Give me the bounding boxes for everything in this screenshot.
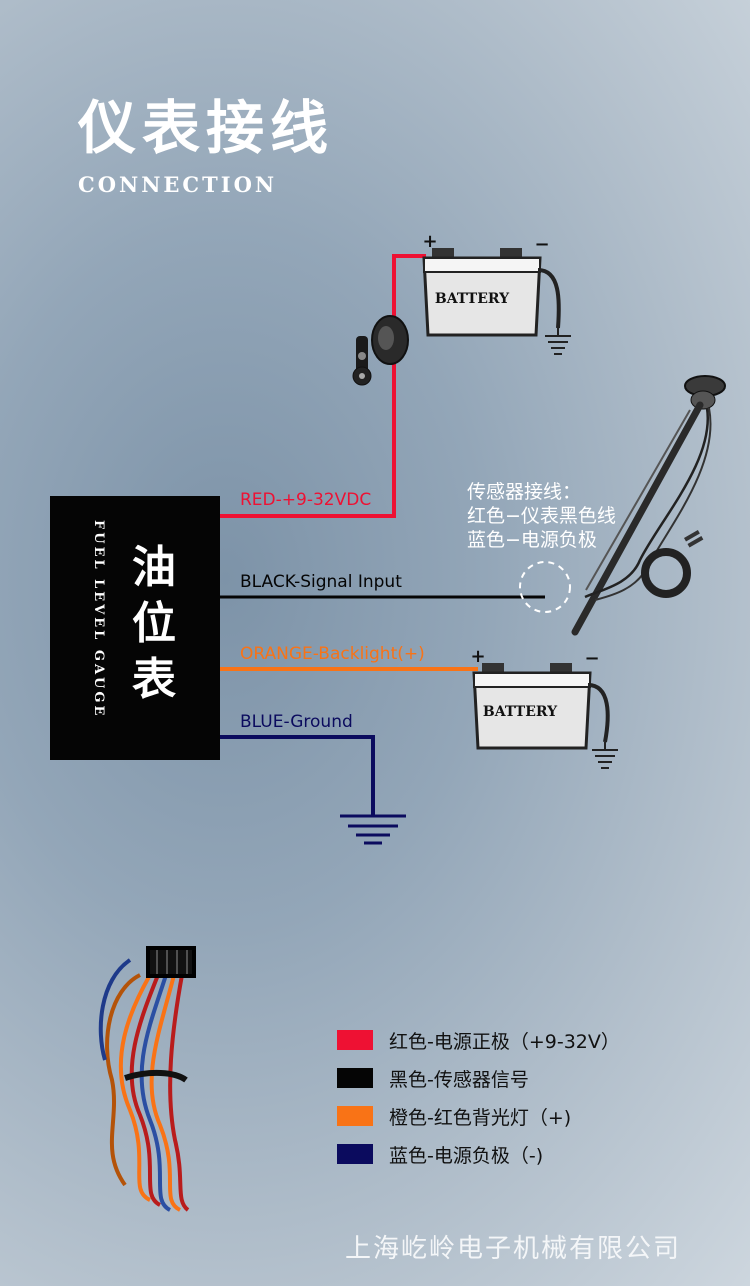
battery-icon-bottom: BATTERY + − (470, 646, 618, 769)
svg-text:+: + (470, 646, 485, 667)
legend-item-blue: 蓝色-电源负极（-) (337, 1142, 544, 1167)
ignition-key-icon (352, 315, 409, 386)
blue-wire-label: BLUE-Ground (240, 712, 353, 732)
page-title: 仪表接线 (78, 94, 335, 162)
svg-text:−: − (534, 234, 549, 255)
page-subtitle: CONNECTION (78, 172, 278, 197)
legend-item-orange: 橙色-红色背光灯（+) (337, 1104, 572, 1129)
blue-wire (220, 735, 375, 815)
black-wire-label: BLACK-Signal Input (240, 572, 402, 592)
sensor-wiring-note: 传感器接线： 红色−仪表黑色线 蓝色−电源负极 (467, 480, 616, 552)
legend-swatch-orange (337, 1106, 373, 1126)
legend-swatch-black (337, 1068, 373, 1088)
battery-label-bottom: BATTERY (483, 704, 558, 720)
svg-text:−: − (584, 648, 599, 669)
legend-text: 红色-电源正极（+9-32V） (389, 1030, 620, 1053)
legend-text: 蓝色-电源负极（-) (389, 1144, 544, 1167)
sensor-note-line: 红色−仪表黑色线 (467, 505, 616, 527)
gauge-english-label: FUEL LEVEL GAUGE (91, 520, 106, 719)
legend-item-red: 红色-电源正极（+9-32V） (337, 1028, 620, 1053)
connection-highlight (519, 561, 571, 613)
legend-swatch-red (337, 1030, 373, 1050)
orange-wire-label: ORANGE-Backlight(+) (240, 644, 425, 664)
gauge-chinese-label: 油位表 (132, 542, 176, 705)
legend-swatch-blue (337, 1144, 373, 1164)
battery-label-top: BATTERY (435, 291, 510, 307)
fuel-gauge-box (50, 496, 220, 760)
svg-text:+: + (422, 231, 437, 252)
sensor-note-line: 传感器接线： (467, 481, 582, 503)
wire-harness-icon (98, 946, 196, 1212)
red-wire (220, 254, 426, 518)
company-name: 上海屹岭电子机械有限公司 (345, 1234, 682, 1264)
red-wire-label: RED-+9-32VDC (240, 490, 372, 510)
ground-icon (340, 814, 406, 845)
sensor-note-line: 蓝色−电源负极 (467, 529, 597, 551)
legend-text: 黑色-传感器信号 (389, 1068, 529, 1091)
fuel-sensor-icon (571, 375, 726, 636)
legend-item-black: 黑色-传感器信号 (337, 1066, 529, 1091)
battery-icon-top: BATTERY + − (422, 231, 571, 355)
legend-text: 橙色-红色背光灯（+) (389, 1106, 572, 1129)
